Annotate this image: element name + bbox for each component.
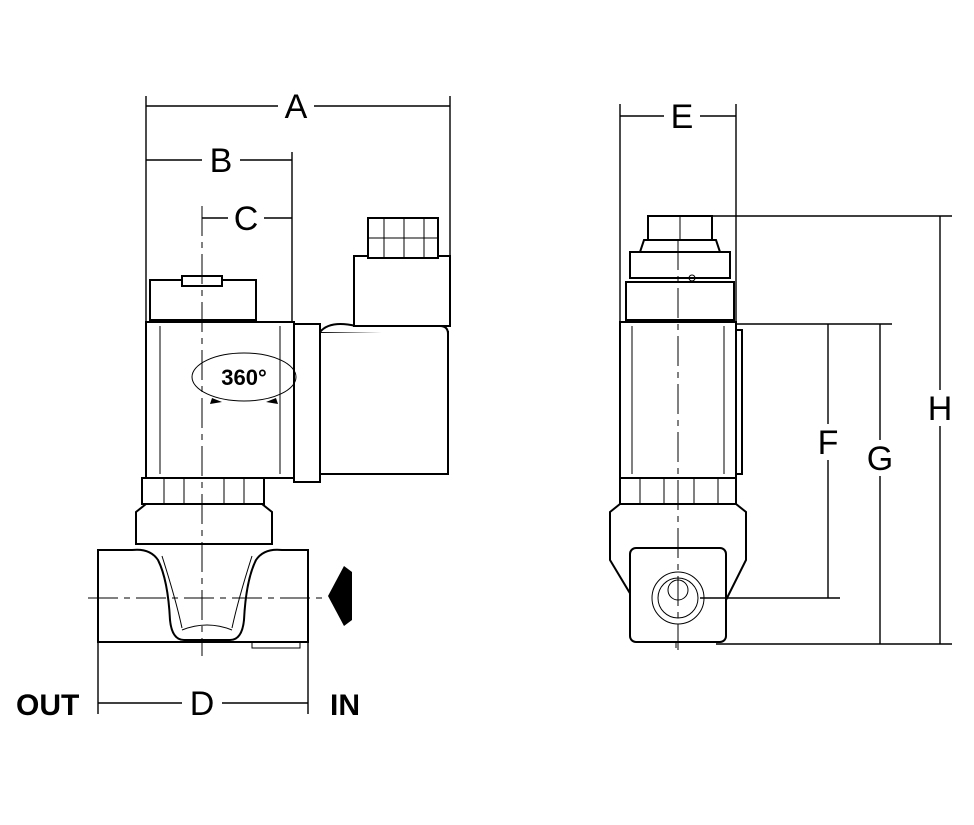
rotation-label: 360° [221, 365, 267, 390]
front-connector-flange [293, 323, 321, 483]
front-view: 360° [88, 206, 451, 656]
front-hex-nut [141, 477, 265, 505]
front-connector-body [319, 331, 449, 475]
front-coil [145, 321, 295, 479]
side-dimensions: E H G F [619, 98, 953, 645]
flow-outlet-label: OUT [16, 689, 79, 722]
dimension-G: G [867, 440, 893, 478]
front-bonnet [135, 503, 273, 545]
front-dimensions: A B C D OUT IN [16, 88, 451, 723]
rotation-arrow [191, 352, 297, 402]
dimension-E: E [671, 98, 694, 136]
front-valve-body [97, 548, 309, 643]
dimension-H: H [928, 390, 953, 428]
dimension-F: F [818, 424, 839, 462]
side-coil-nut [625, 281, 735, 321]
flow-arrow [328, 566, 352, 626]
dimension-D: D [190, 685, 215, 723]
flow-inlet-label: IN [330, 689, 360, 722]
dimension-C: C [234, 200, 259, 238]
side-view [609, 215, 747, 650]
dimension-A: A [285, 88, 308, 126]
dimension-B: B [210, 142, 233, 180]
front-connector-plug [353, 255, 451, 327]
